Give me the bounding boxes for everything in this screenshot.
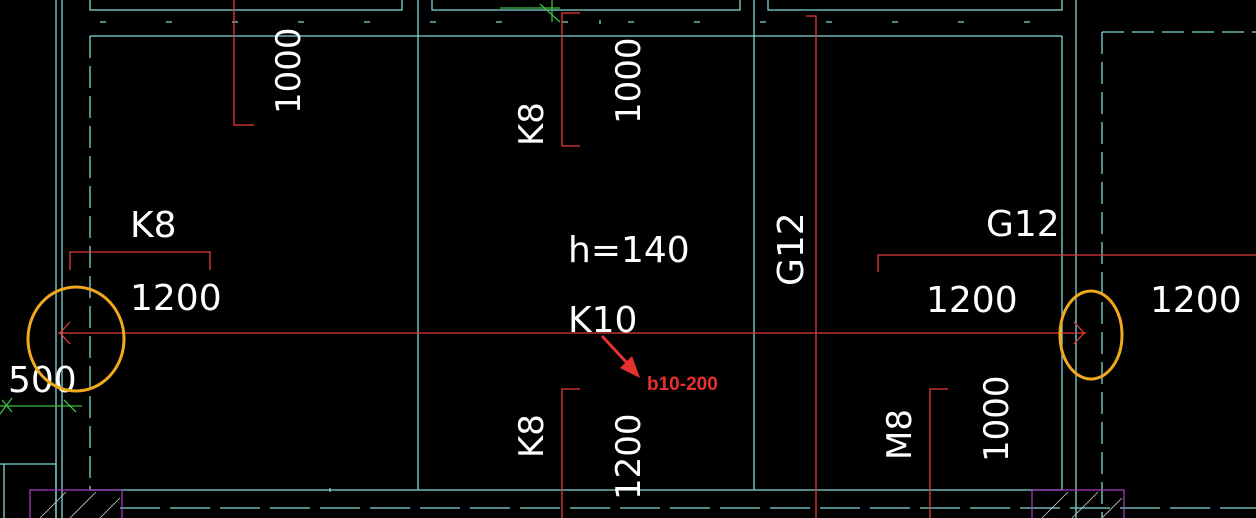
annotation-arrow — [600, 334, 640, 378]
label-top-mid-length: 1000 — [609, 37, 649, 124]
label-bottom-mid-code: K8 — [512, 414, 552, 458]
hatch-blocks — [29, 489, 1125, 518]
highlight-circle-left — [26, 285, 126, 393]
rebar-lines — [58, 0, 1256, 518]
label-left-length: 1200 — [130, 278, 222, 319]
label-right-length-a: 1200 — [926, 280, 1018, 321]
label-center-code: K10 — [568, 300, 637, 341]
label-right-length-b: 1200 — [1150, 280, 1242, 321]
annotation-rebar-spec: b10-200 — [647, 374, 718, 395]
label-bottom-mid-length: 1200 — [609, 413, 649, 500]
label-bottom-right-code: M8 — [880, 409, 920, 460]
label-left-code: K8 — [130, 205, 177, 246]
label-bottom-right-length: 1000 — [977, 375, 1017, 462]
label-left-dimension: 500 — [8, 360, 77, 401]
label-slab-thickness: h=140 — [568, 230, 690, 271]
highlight-circle-right — [1058, 289, 1124, 381]
label-top-left-length: 1000 — [269, 27, 309, 114]
label-right-code: G12 — [986, 204, 1060, 245]
dimension-line-500 — [0, 0, 561, 415]
label-vertical-code: G12 — [771, 212, 812, 286]
label-top-mid-code: K8 — [512, 102, 552, 146]
